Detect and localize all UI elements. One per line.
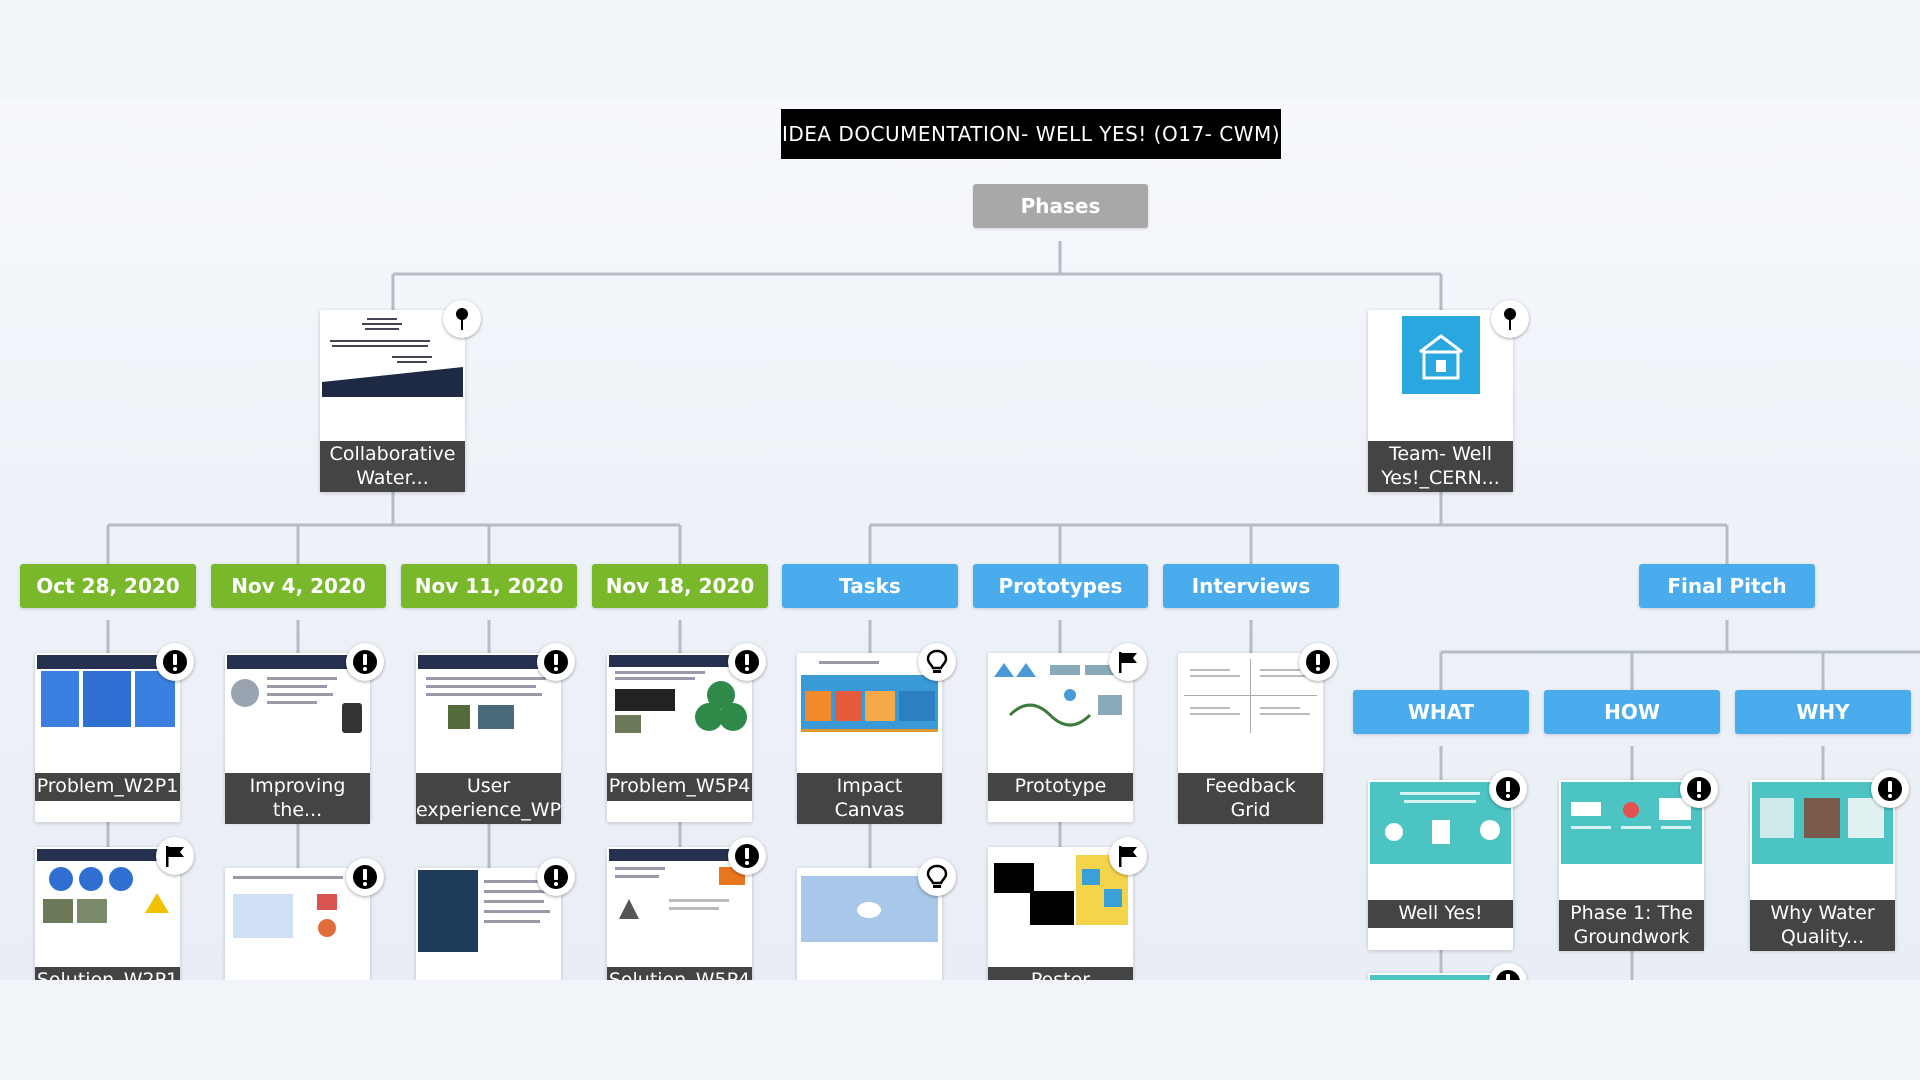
- flag-icon: [1109, 837, 1147, 875]
- lightbulb-icon: [918, 643, 956, 681]
- week-label-nov-11[interactable]: Nov 11, 2020: [401, 564, 577, 608]
- slide-thumbnail: [1370, 782, 1511, 864]
- phase-card-caption: Team- Well Yes!_CERN...: [1368, 441, 1513, 492]
- map-title[interactable]: IDEA DOCUMENTATION- WELL YES! (O17- CWM): [781, 109, 1281, 159]
- slide-thumbnail: [799, 655, 940, 737]
- slide-thumbnail: [227, 870, 368, 952]
- card-feedback-grid[interactable]: Feedback Grid: [1178, 643, 1337, 824]
- card-problem-w5p4[interactable]: Problem_W5P4: [607, 643, 766, 822]
- top-background: [0, 0, 1920, 100]
- exclamation-icon: [1871, 770, 1909, 808]
- topic-label-prototypes[interactable]: Prototypes: [973, 564, 1148, 608]
- card-well-yes[interactable]: Well Yes!: [1368, 770, 1527, 950]
- exclamation-icon: [346, 643, 384, 681]
- card-problem-w2p1[interactable]: Problem_W2P1: [35, 643, 194, 822]
- exclamation-icon: [728, 837, 766, 875]
- phase-card-team-well-yes[interactable]: Team- Well Yes!_CERN...: [1368, 300, 1529, 492]
- card-row2-tasks[interactable]: [797, 858, 956, 980]
- week-label-nov-4[interactable]: Nov 4, 2020: [211, 564, 386, 608]
- exclamation-icon: [1680, 770, 1718, 808]
- mind-map-canvas[interactable]: IDEA DOCUMENTATION- WELL YES! (O17- CWM)…: [0, 100, 1920, 980]
- card-caption: Solution_W5P4: [607, 967, 752, 980]
- lightbulb-icon: [918, 858, 956, 896]
- week-label-nov-18[interactable]: Nov 18, 2020: [592, 564, 768, 608]
- card-user-experience[interactable]: User experience_WP: [416, 643, 575, 824]
- slide-thumbnail: [37, 849, 178, 931]
- slide-thumbnail: [227, 655, 368, 737]
- card-solution-w2p1[interactable]: Solution_W2P1: [35, 837, 194, 980]
- card-why-water-quality[interactable]: Why Water Quality...: [1750, 770, 1909, 951]
- card-impact-canvas[interactable]: Impact Canvas: [797, 643, 956, 824]
- phase-card-collaborative-water[interactable]: Collaborative Water...: [320, 300, 481, 492]
- exclamation-icon: [1489, 770, 1527, 808]
- card-caption: Solution_W2P1: [35, 967, 180, 980]
- topic-label-tasks[interactable]: Tasks: [782, 564, 958, 608]
- card-caption: Impact Canvas: [797, 773, 942, 824]
- card-caption: Poster: [988, 967, 1133, 980]
- exclamation-icon: [537, 643, 575, 681]
- card-caption: Problem_W5P4: [607, 773, 752, 801]
- bottom-background: [0, 980, 1920, 1080]
- card-caption: Why Water Quality...: [1750, 900, 1895, 951]
- slide-thumbnail: [1370, 975, 1511, 980]
- flag-icon: [1109, 643, 1147, 681]
- exclamation-icon: [728, 643, 766, 681]
- card-caption: User experience_WP: [416, 773, 561, 824]
- week-label-oct-28[interactable]: Oct 28, 2020: [20, 564, 196, 608]
- pin-icon: [1491, 300, 1529, 338]
- card-prototype[interactable]: Prototype: [988, 643, 1147, 822]
- pitch-label-how[interactable]: HOW: [1544, 690, 1720, 734]
- card-caption: Well Yes!: [1368, 900, 1513, 928]
- card-caption: Problem_W2P1: [35, 773, 180, 801]
- slide-thumbnail: [799, 870, 940, 952]
- card-improving-the[interactable]: Improving the...: [225, 643, 384, 824]
- slide-thumbnail: [609, 849, 750, 931]
- pin-icon: [443, 300, 481, 338]
- slide-thumbnail: [418, 870, 559, 952]
- card-solution-w5p4[interactable]: Solution_W5P4: [607, 837, 766, 980]
- slide-thumbnail: [322, 312, 463, 397]
- card-row2-week2[interactable]: [225, 858, 384, 980]
- card-caption: Phase 1: The Groundwork: [1559, 900, 1704, 951]
- card-partial-what[interactable]: [1368, 963, 1527, 980]
- exclamation-icon: [537, 858, 575, 896]
- slide-thumbnail: [990, 655, 1131, 737]
- root-node-phases[interactable]: Phases: [973, 184, 1148, 228]
- card-row2-week3[interactable]: [416, 858, 575, 980]
- slide-thumbnail: [1561, 782, 1702, 864]
- card-caption: Improving the...: [225, 773, 370, 824]
- slide-thumbnail: [37, 655, 178, 737]
- slide-thumbnail: [1370, 312, 1511, 397]
- exclamation-icon: [1489, 963, 1527, 980]
- connector-lines: [106, 241, 1920, 980]
- card-phase-1-groundwork[interactable]: Phase 1: The Groundwork: [1559, 770, 1718, 951]
- flag-icon: [156, 837, 194, 875]
- topic-label-final-pitch[interactable]: Final Pitch: [1639, 564, 1815, 608]
- exclamation-icon: [346, 858, 384, 896]
- topic-label-interviews[interactable]: Interviews: [1163, 564, 1339, 608]
- slide-thumbnail: [418, 655, 559, 737]
- card-poster[interactable]: Poster: [988, 837, 1147, 980]
- slide-thumbnail: [990, 849, 1131, 931]
- slide-thumbnail: [1180, 655, 1321, 737]
- pitch-label-what[interactable]: WHAT: [1353, 690, 1529, 734]
- card-caption: Prototype: [988, 773, 1133, 801]
- phase-card-caption: Collaborative Water...: [320, 441, 465, 492]
- exclamation-icon: [1299, 643, 1337, 681]
- slide-thumbnail: [609, 655, 750, 737]
- slide-thumbnail: [1752, 782, 1893, 864]
- card-caption: Feedback Grid: [1178, 773, 1323, 824]
- pitch-label-why[interactable]: WHY: [1735, 690, 1911, 734]
- exclamation-icon: [156, 643, 194, 681]
